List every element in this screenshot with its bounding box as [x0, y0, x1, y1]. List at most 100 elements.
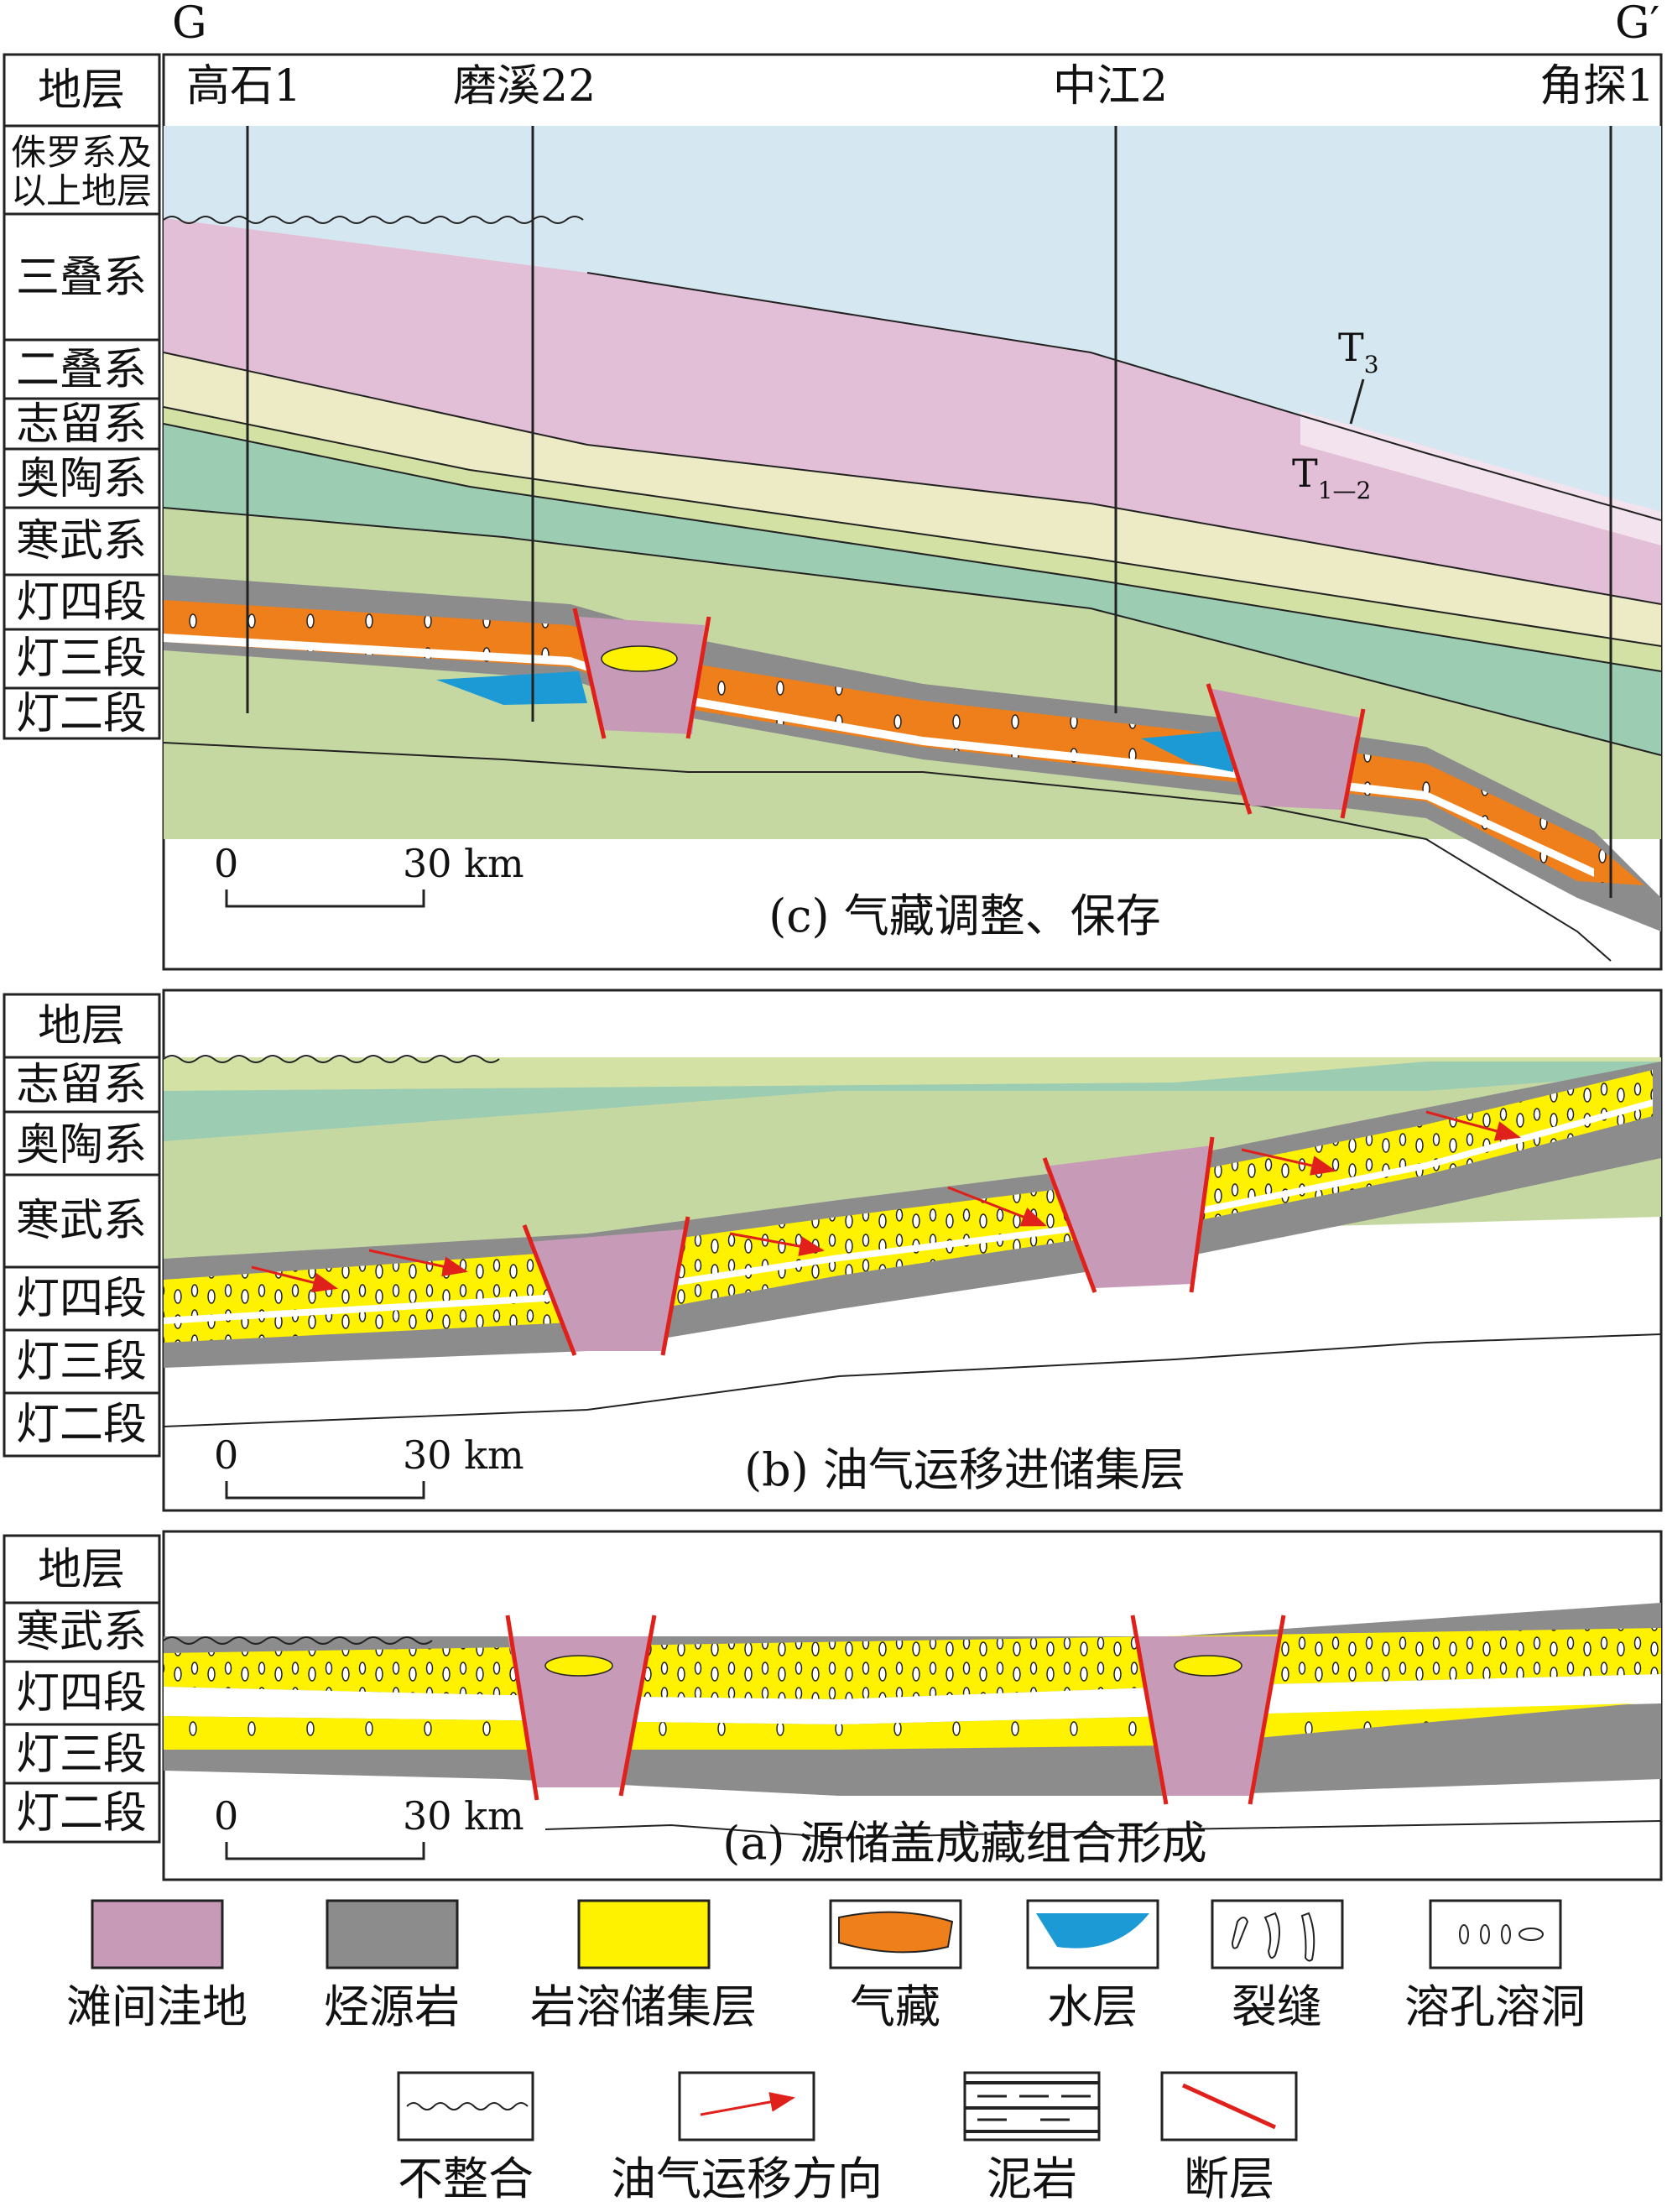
strata-label-deng2: 灯二段 [16, 1788, 147, 1839]
legend-vug-icon [1501, 1924, 1511, 1944]
legend-label-gas: 气藏 [850, 1980, 940, 2033]
panel-c: 地层 侏罗系及 以上地层 三叠系 二叠系 志留系 奥陶系 寒武系 灯四段 灯三段… [3, 0, 1663, 971]
scale-line [225, 889, 425, 908]
panel-b: 地层 志留系 奥陶系 寒武系 灯四段 灯三段 灯二段 0 30 km (b) 油… [3, 989, 1663, 1512]
panel-c-scale-bar: 0 30 km [214, 841, 524, 908]
t3-label: T3 [1338, 325, 1379, 378]
legend-swatch-unconformity [397, 2071, 534, 2142]
intershoal-depression [1208, 688, 1359, 810]
strata-label-jurassic-1: 侏罗系及 [11, 132, 152, 173]
migration-arrow [251, 1265, 338, 1293]
legend-label-fracture: 裂缝 [1232, 1980, 1322, 2033]
strata-header-box [3, 53, 161, 128]
well-name-jiaotan1: 角探1 [1539, 61, 1654, 112]
strata-box [3, 397, 161, 451]
section-start-label: G [172, 0, 207, 49]
fault-line [1248, 1615, 1286, 1805]
well-name-gaoshi1: 高石1 [186, 61, 301, 112]
silurian-top [163, 406, 1662, 647]
fault-line [1130, 1615, 1169, 1805]
strata-box [3, 1723, 161, 1785]
intershoal-depression [1044, 1145, 1212, 1288]
legend-fracture-icon [1231, 1912, 1315, 1962]
strata-box [3, 1265, 161, 1332]
gas-vugs [164, 600, 1644, 885]
strata-label-deng3: 灯三段 [16, 1729, 147, 1780]
strata-box [3, 686, 161, 740]
strata-label-deng4: 灯四段 [16, 577, 147, 628]
depression-reservoir [544, 1655, 613, 1677]
panel-b-caption: (b) 油气运移进储集层 [744, 1443, 1185, 1496]
legend-vug-icon [1480, 1924, 1490, 1944]
depression-reservoir [601, 645, 678, 672]
fault-line [1206, 683, 1253, 815]
ordovician-top [163, 423, 1662, 672]
strata-label-silurian: 志留系 [16, 399, 147, 450]
strata-label-cambrian: 寒武系 [16, 1196, 147, 1246]
legend-swatch-reservoir [577, 1899, 711, 1969]
panel-a: 地层 寒武系 灯四段 灯三段 灯二段 0 30 km (a) 源储盖成藏组合形成 [3, 1530, 1663, 1881]
legend: 滩间洼地 烃源岩 岩溶储集层 气藏 水层 裂缝 溶孔溶洞 不整合 油气运移方向 … [66, 1899, 1586, 2205]
legend-label-mudstone: 泥岩 [987, 2152, 1077, 2205]
water-layer-2 [1141, 730, 1233, 772]
unconformity-line [163, 216, 584, 224]
t3-band [1300, 411, 1661, 545]
strata-box [3, 628, 161, 690]
strata-box [3, 338, 161, 400]
legend-label-reservoir: 岩溶储集层 [530, 1980, 757, 2033]
well-name-zhongjiang2: 中江2 [1053, 61, 1168, 112]
strata-box [3, 506, 161, 576]
legend-label-fault: 断层 [1184, 2152, 1274, 2205]
legend-water-shape [1036, 1913, 1149, 1949]
dengying-base [544, 1820, 1662, 1839]
fault-line [1189, 1136, 1215, 1293]
t3-pointer [1349, 378, 1365, 425]
well-name-moxi22: 磨溪22 [453, 61, 596, 112]
fault-line [1340, 708, 1366, 819]
migration-arrow [1241, 1148, 1336, 1176]
intershoal-depression [529, 1229, 684, 1351]
scale-zero: 0 [214, 841, 238, 886]
scale-distance: 30 km [403, 841, 524, 886]
dengying-base [163, 742, 1612, 962]
intershoal-depression [579, 617, 705, 734]
panel-c-caption: (c) 气藏调整、保存 [768, 889, 1161, 942]
migration-arrow [1425, 1110, 1521, 1141]
unconformity-line [163, 1055, 500, 1063]
legend-swatch-source-rock [326, 1899, 459, 1969]
scale-distance: 30 km [403, 1432, 524, 1478]
scale-distance: 30 km [403, 1793, 524, 1839]
legend-label-source-rock: 烃源岩 [324, 1980, 460, 2033]
strata-label-jurassic-2: 以上地层 [11, 170, 152, 211]
scale-line [225, 1842, 425, 1860]
strata-label-cambrian: 寒武系 [16, 1607, 147, 1657]
strata-label-cambrian: 寒武系 [16, 516, 147, 566]
panel-c-wells [246, 126, 1612, 898]
strata-label-deng3: 灯三段 [16, 1337, 147, 1387]
legend-arrow-icon [700, 2092, 795, 2116]
migration-arrow [368, 1249, 468, 1276]
strata-box [3, 573, 161, 631]
fault-line [685, 616, 711, 739]
legend-label-vugs: 溶孔溶洞 [1404, 1980, 1586, 2033]
legend-label-water: 水层 [1047, 1980, 1138, 2033]
fault-line [618, 1615, 657, 1797]
panel-c-dengying [163, 575, 1661, 962]
legend-label-depression: 滩间洼地 [66, 1980, 247, 2033]
legend-vug-icon [1519, 1928, 1544, 1941]
panel-a-caption: (a) 源储盖成藏组合形成 [722, 1817, 1207, 1870]
strata-label-deng3: 灯三段 [16, 634, 147, 684]
unconformity-line [163, 1636, 433, 1645]
legend-gas-shape [838, 1911, 954, 1954]
strata-box [3, 1601, 161, 1663]
scale-line [225, 1481, 425, 1500]
cambrian-top [163, 507, 1662, 756]
strata-label-ordovician: 奥陶系 [16, 1120, 147, 1171]
legend-fault-icon [1181, 2083, 1277, 2130]
strata-box [3, 1391, 161, 1458]
strata-label-deng2: 灯二段 [16, 689, 147, 739]
strata-box [3, 1110, 161, 1176]
legend-label-unconformity: 不整合 [398, 2152, 534, 2205]
strata-box [3, 1056, 161, 1114]
strata-header: 地层 [38, 65, 125, 116]
